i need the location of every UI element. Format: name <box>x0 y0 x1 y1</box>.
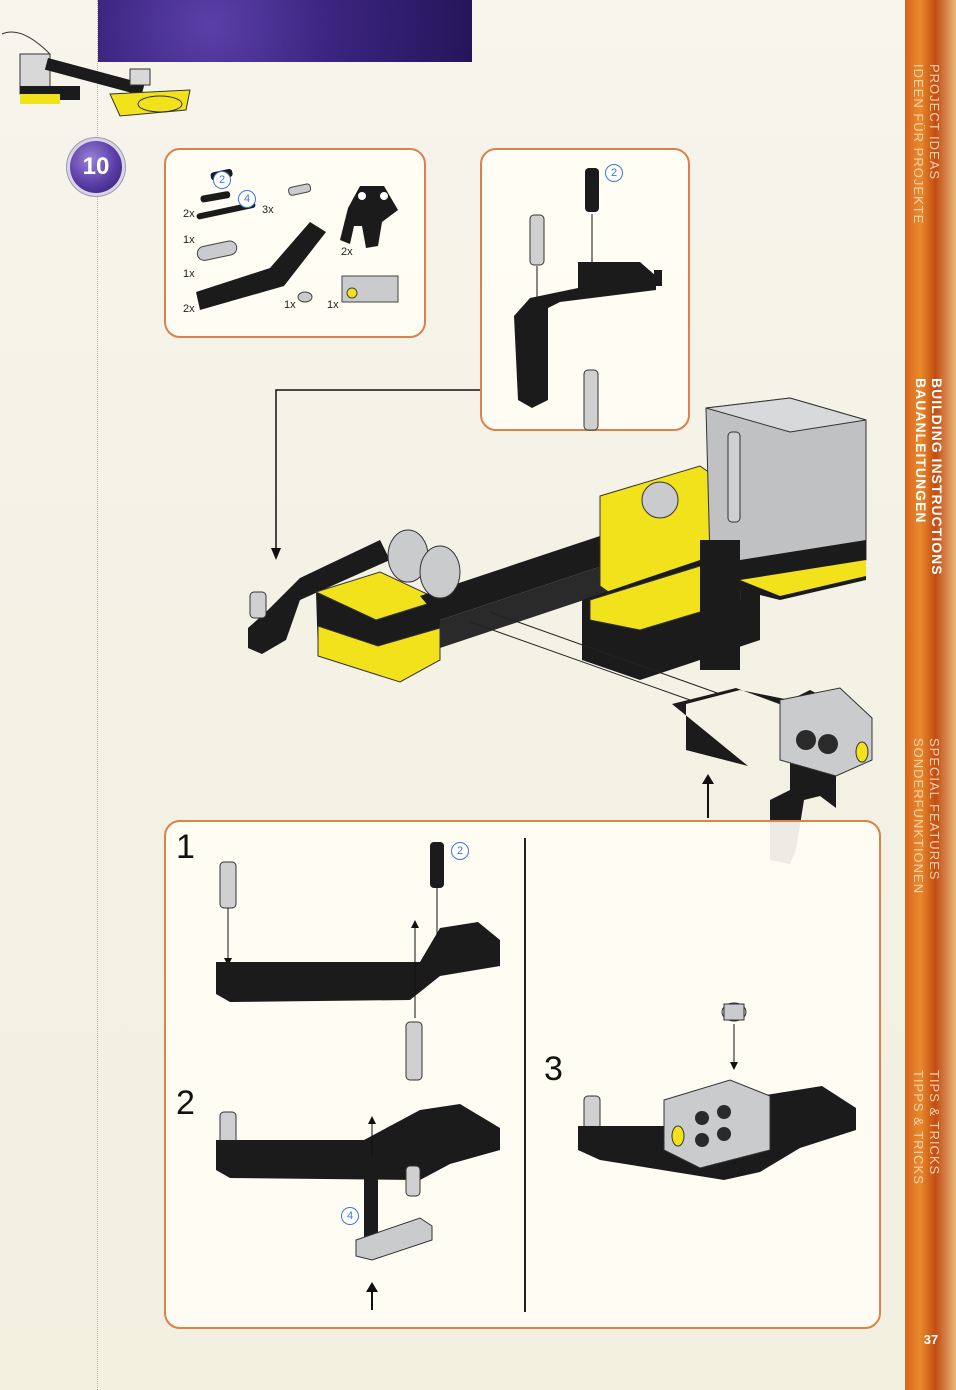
sub-step-number-3: 3 <box>544 1050 563 1088</box>
sub-step-number-1: 1 <box>176 828 195 866</box>
nav-special-features-line1[interactable]: SPECIAL FEATURES <box>927 738 942 881</box>
nav-tips-tricks-line2[interactable]: TIPPS & TRICKS <box>911 1070 926 1185</box>
parts-callout-axle-4: 4 <box>238 190 256 208</box>
sub-assembly-callout: 2 <box>605 164 623 182</box>
part-count-pin-axle: 3x <box>262 204 274 216</box>
part-count-wedge-plate: 2x <box>341 246 353 258</box>
model-thumbnail <box>1 31 191 117</box>
header-banner <box>98 0 472 62</box>
part-count-long-axle: 1x <box>183 234 195 246</box>
side-navigation: PROJECT IDEAS IDEEN FÜR PROJEKTE BUILDIN… <box>905 0 956 1390</box>
nav-building-instructions-line1[interactable]: BUILDING INSTRUCTIONS <box>929 378 945 576</box>
step-number: 10 <box>82 153 110 180</box>
step-number-badge: 10 <box>70 141 122 193</box>
part-count-bent-beam: 2x <box>183 303 195 315</box>
part-count-bushing: 1x <box>284 299 296 311</box>
sub-step-2-callout: 4 <box>341 1207 359 1225</box>
margin-line <box>97 0 98 1390</box>
nav-project-ideas-line2[interactable]: IDEEN FÜR PROJEKTE <box>911 64 926 225</box>
part-count-sensor-brick: 1x <box>327 299 339 311</box>
part-count-lift-arm: 1x <box>183 268 195 280</box>
page-number: 37 <box>923 1332 939 1347</box>
sub-steps-divider <box>524 838 526 1312</box>
nav-building-instructions-line2[interactable]: BAUANLEITUNGEN <box>913 378 929 524</box>
sub-step-1-callout: 2 <box>451 842 469 860</box>
sub-step-number-2: 2 <box>176 1084 195 1122</box>
nav-project-ideas-line1[interactable]: PROJECT IDEAS <box>927 64 942 181</box>
nav-special-features-line2[interactable]: SONDERFUNKTIONEN <box>911 738 926 895</box>
parts-callout-axle-2: 2 <box>213 171 231 189</box>
sub-steps-panel <box>164 820 881 1329</box>
part-count-axle-pin: 2x <box>183 208 195 220</box>
nav-tips-tricks-line1[interactable]: TIPS & TRICKS <box>927 1070 942 1176</box>
